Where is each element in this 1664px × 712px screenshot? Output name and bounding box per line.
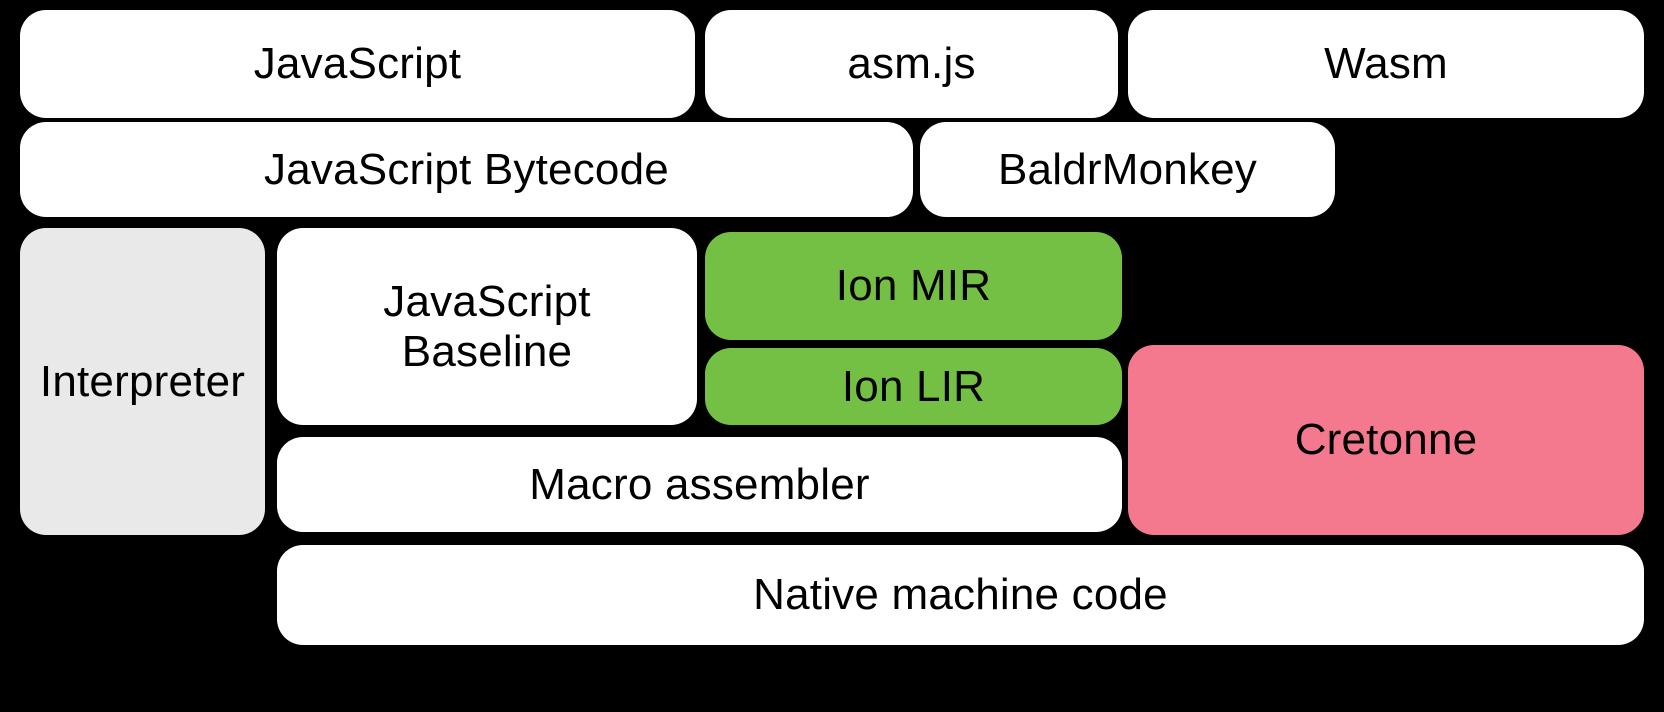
node-javascript: JavaScript xyxy=(20,10,695,118)
node-interpreter: Interpreter xyxy=(20,228,265,535)
node-baldrmonkey: BaldrMonkey xyxy=(920,122,1335,217)
node-javascript-baseline: JavaScript Baseline xyxy=(277,228,697,425)
node-cretonne: Cretonne xyxy=(1128,345,1644,535)
node-asmjs: asm.js xyxy=(705,10,1118,118)
node-native-machine-code: Native machine code xyxy=(277,545,1644,645)
node-macro-assembler: Macro assembler xyxy=(277,437,1122,532)
node-ion-lir: Ion LIR xyxy=(705,348,1122,425)
node-javascript-bytecode: JavaScript Bytecode xyxy=(20,122,913,217)
node-wasm: Wasm xyxy=(1128,10,1644,118)
node-ion-mir: Ion MIR xyxy=(705,232,1122,340)
